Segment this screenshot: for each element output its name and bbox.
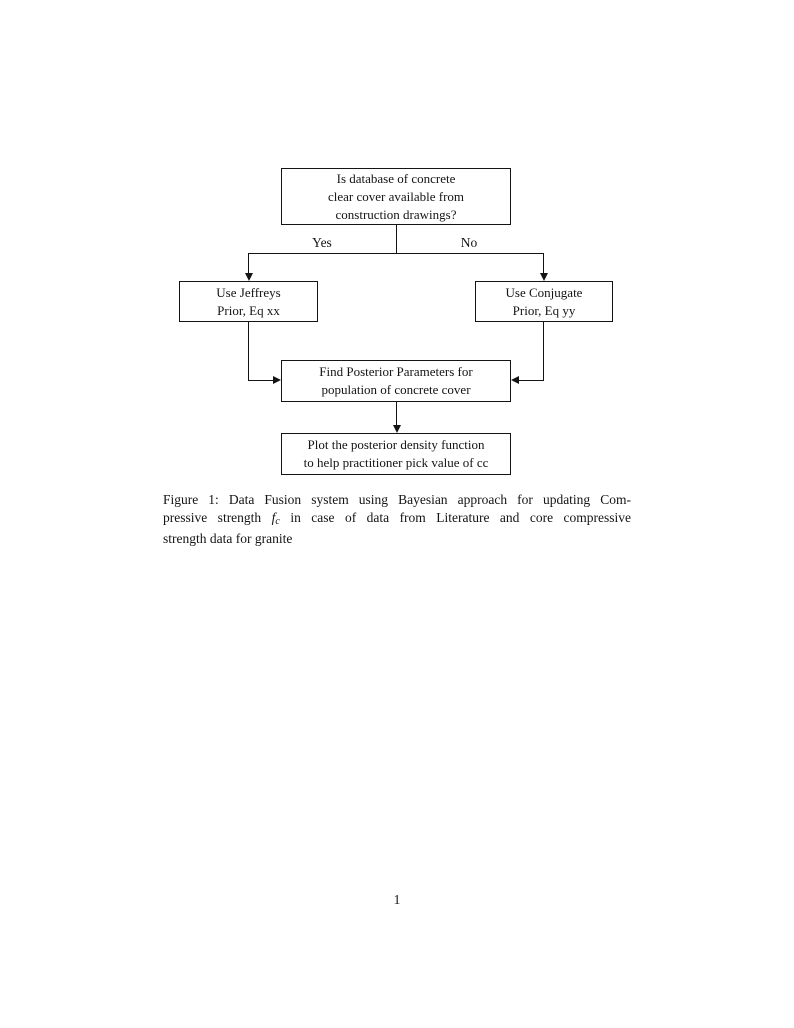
no-branch-line [543,253,544,279]
jeffreys-prior-box-line: Prior, Eq xx [217,302,280,318]
figure-caption: Figure 1: Data Fusion system using Bayes… [163,491,631,548]
decision-box: Is database of concrete clear cover avai… [281,168,511,225]
no-branch-label: No [460,235,478,250]
posterior-parameters-box: Find Posterior Parameters for population… [281,360,511,402]
arrow-left-icon [511,376,519,384]
yes-branch-label: Yes [312,235,332,250]
decision-box-line: construction drawings? [335,206,457,222]
jeffreys-connector-horizontal-line [248,380,276,381]
caption-line-2-text: in case of data from Literature and core… [290,509,632,525]
jeffreys-prior-box: Use Jeffreys Prior, Eq xx [179,281,318,322]
conjugate-connector-horizontal-line [516,380,544,381]
posterior-to-plot-line [396,402,397,427]
arrow-right-icon [273,376,281,384]
plot-density-box-line: Plot the posterior density function [307,437,485,452]
arrow-down-icon [245,273,253,281]
decision-stem-line [396,225,397,253]
math-fc-symbol: fc [271,509,280,527]
decision-box-line: Is database of concrete [336,170,456,186]
conjugate-connector-vertical-line [543,322,544,381]
branch-horizontal-line [248,253,544,254]
page-number: 1 [393,892,401,907]
caption-line-1: Figure 1: Data Fusion system using Bayes… [163,492,631,507]
arrow-down-icon [540,273,548,281]
conjugate-prior-box-line: Use Conjugate [505,284,583,300]
plot-density-box-line: to help practitioner pick value of cc [303,455,489,470]
conjugate-prior-box-line: Prior, Eq yy [512,302,576,318]
arrow-down-icon [393,425,401,433]
jeffreys-connector-vertical-line [248,322,249,381]
plot-density-box: Plot the posterior density function to h… [281,433,511,475]
caption-line-2: pressive strength fc in case of data fro… [163,509,631,531]
jeffreys-prior-box-line: Use Jeffreys [216,284,281,300]
caption-line-2-text: pressive strength [163,509,262,525]
decision-box-line: clear cover available from [327,188,465,204]
posterior-parameters-box-line: population of concrete cover [321,382,471,397]
yes-branch-line [248,253,249,279]
posterior-parameters-box-line: Find Posterior Parameters for [319,364,473,379]
caption-line-3: strength data for granite [163,531,293,547]
conjugate-prior-box: Use Conjugate Prior, Eq yy [475,281,613,322]
